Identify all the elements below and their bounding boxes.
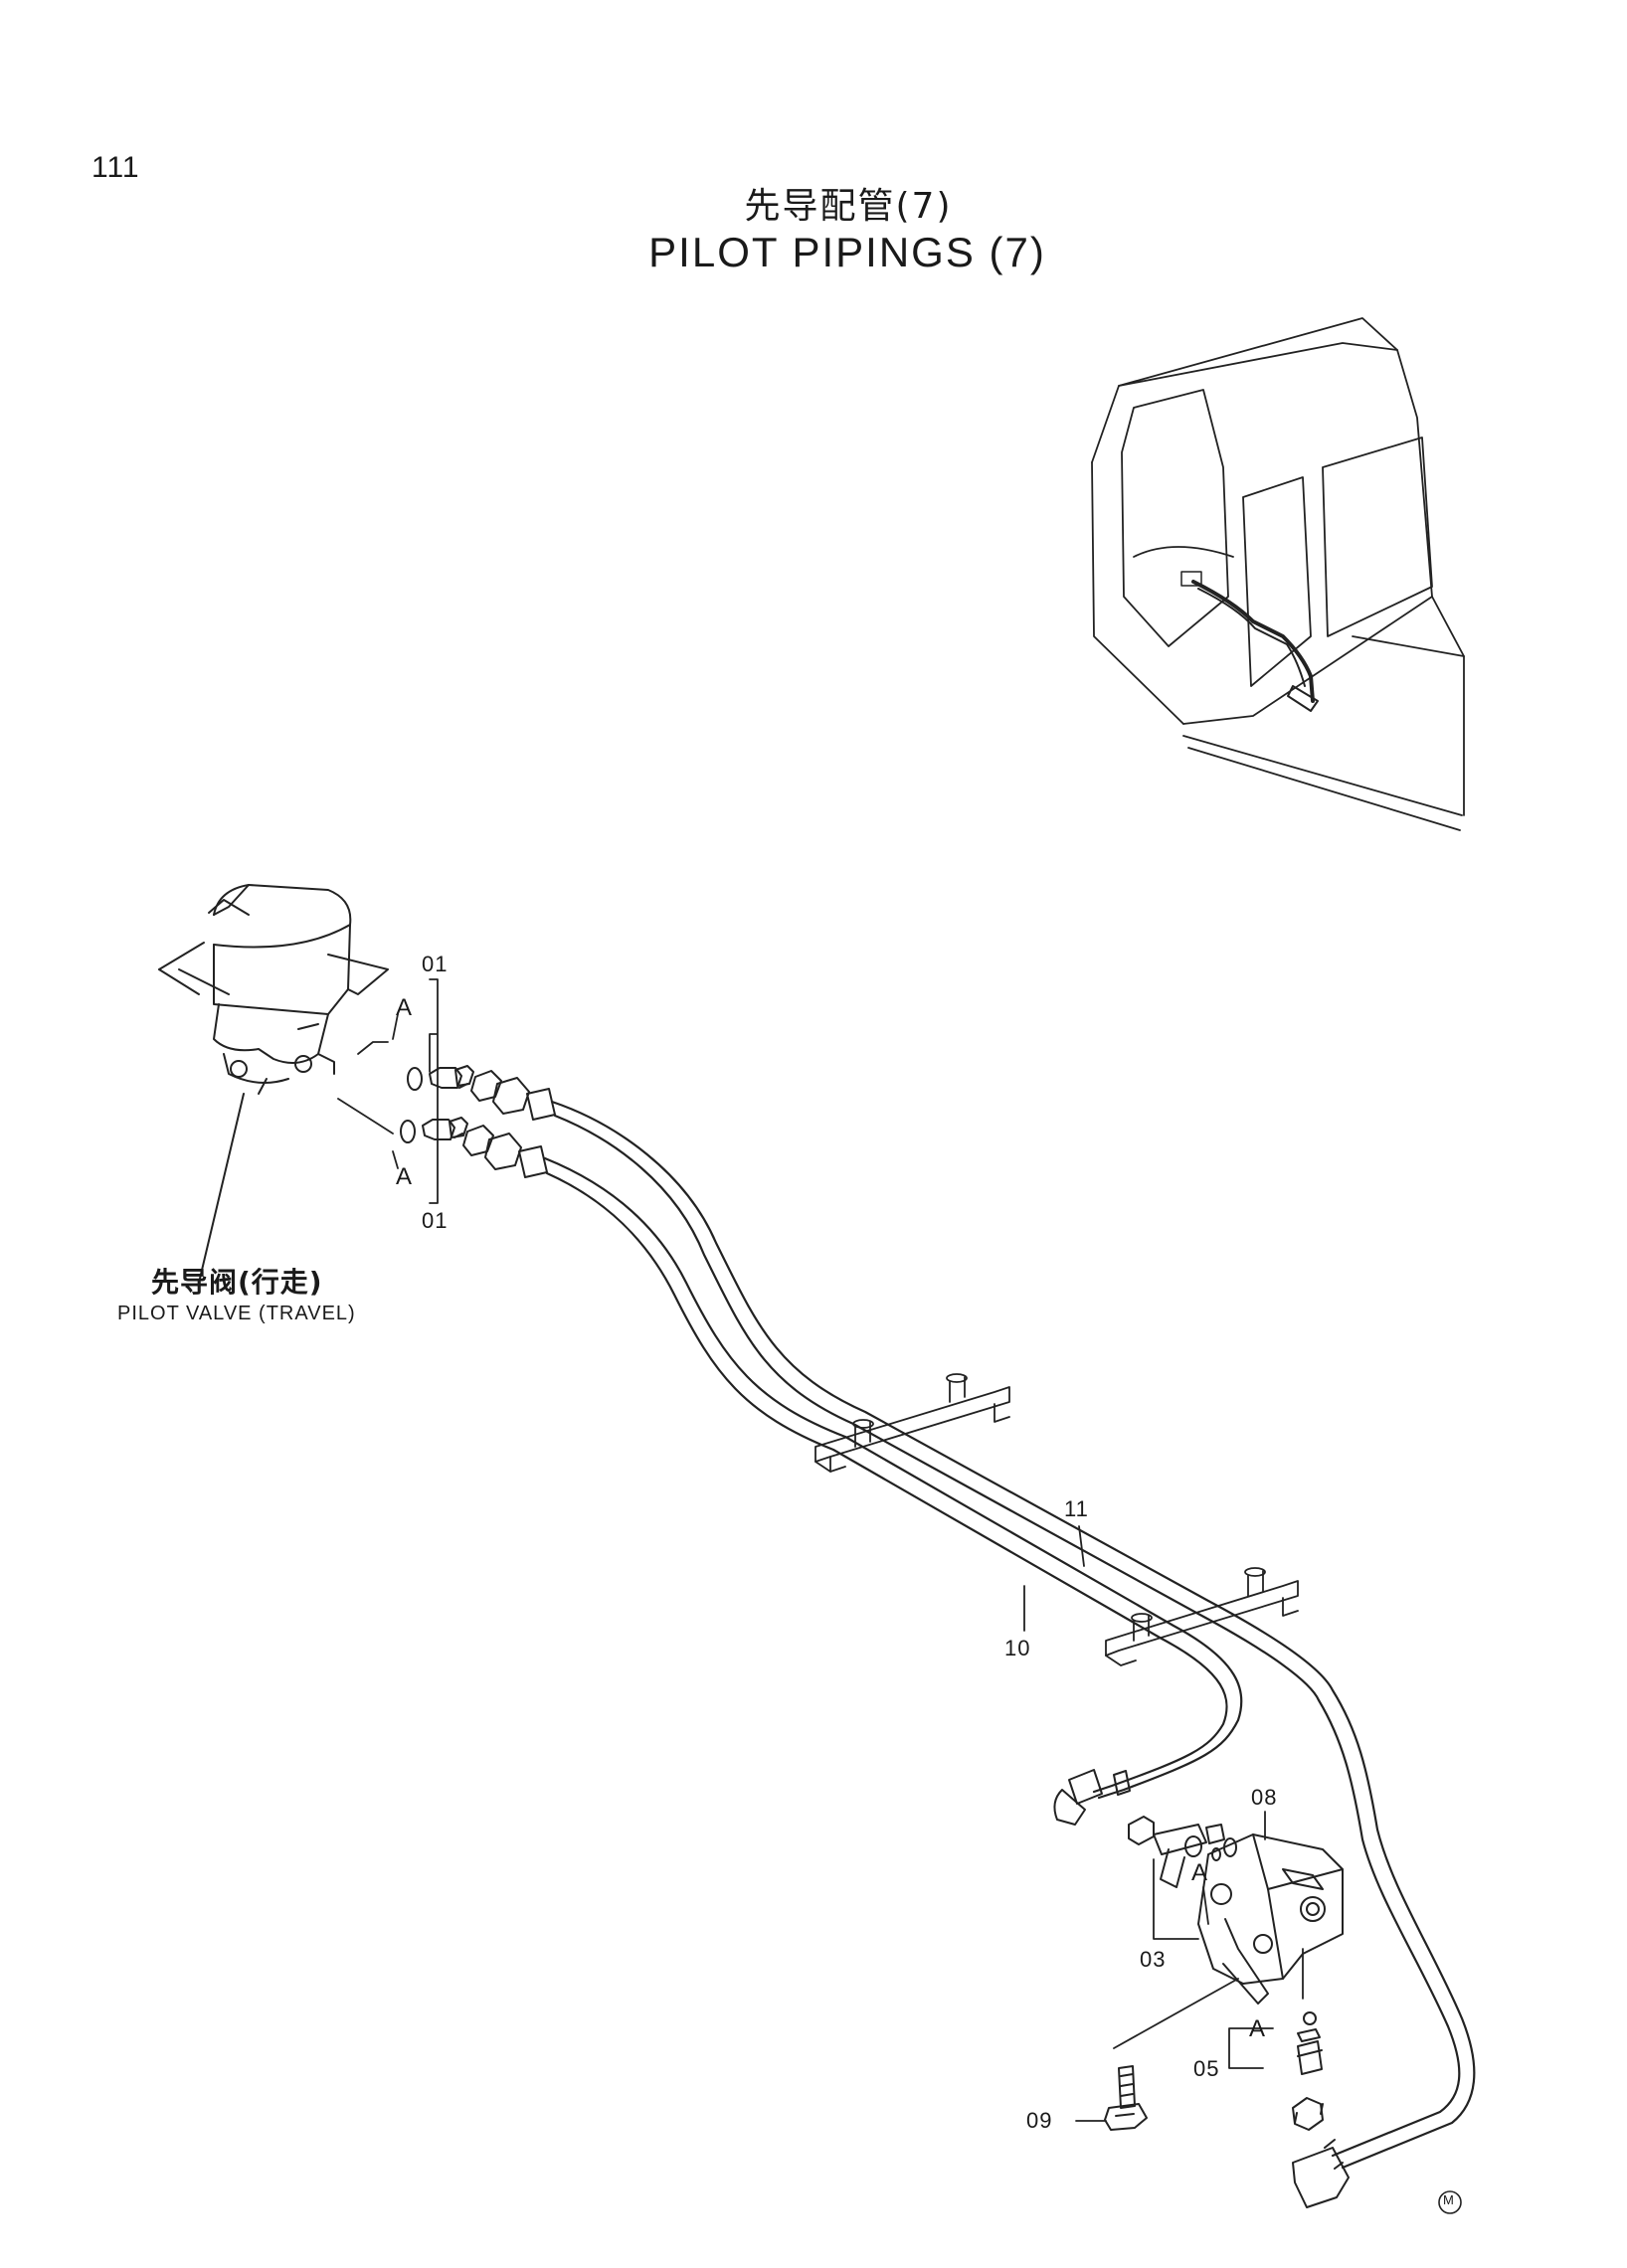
- elbow-fitting-03: [1128, 1816, 1237, 1888]
- pilot-valve-caption-english: PILOT VALVE (TRAVEL): [117, 1303, 356, 1324]
- callout-a-bottom: A: [396, 1163, 414, 1190]
- callout-03: 03: [1140, 1947, 1167, 1972]
- bolt-09: [1104, 2065, 1148, 2131]
- callout-a-top: A: [396, 994, 414, 1021]
- hose-10-and-11: [543, 1100, 1476, 2170]
- connector-05: [1297, 2011, 1323, 2075]
- callout-11: 11: [1064, 1496, 1089, 1521]
- callout-09: 09: [1026, 2108, 1053, 2133]
- callout-10: 10: [1004, 1636, 1031, 1660]
- cab-inset-illustration: [1091, 317, 1465, 831]
- callout-08: 08: [1251, 1785, 1278, 1810]
- callout-leaders-right: [1023, 1525, 1304, 2122]
- support-brackets: [814, 1373, 1299, 1666]
- m-mark-circle: [1438, 2190, 1462, 2214]
- leader-pilot-valve: [198, 1093, 245, 1284]
- orings-and-adapters-left: [400, 1065, 556, 1178]
- page-number: 111: [91, 151, 140, 184]
- m-mark: M: [1443, 2192, 1455, 2207]
- callout-01-bottom: 01: [422, 1208, 449, 1233]
- callout-a-low: A: [1249, 2015, 1267, 2042]
- callout-a-mid: A: [1191, 1859, 1209, 1886]
- callout-brackets-left: [337, 978, 439, 1204]
- pilot-valve-illustration: [158, 884, 389, 1284]
- page-title-english: PILOT PIPINGS (7): [648, 229, 1046, 275]
- pilot-valve-caption-chinese: 先导阀(行走): [151, 1266, 323, 1299]
- page-title-chinese: 先导配管(7): [744, 186, 953, 227]
- callout-01-top: 01: [422, 952, 449, 976]
- hose-end-fittings: [1053, 1769, 1350, 2208]
- valve-block-08: [1197, 1833, 1344, 2005]
- callout-05: 05: [1193, 2056, 1220, 2081]
